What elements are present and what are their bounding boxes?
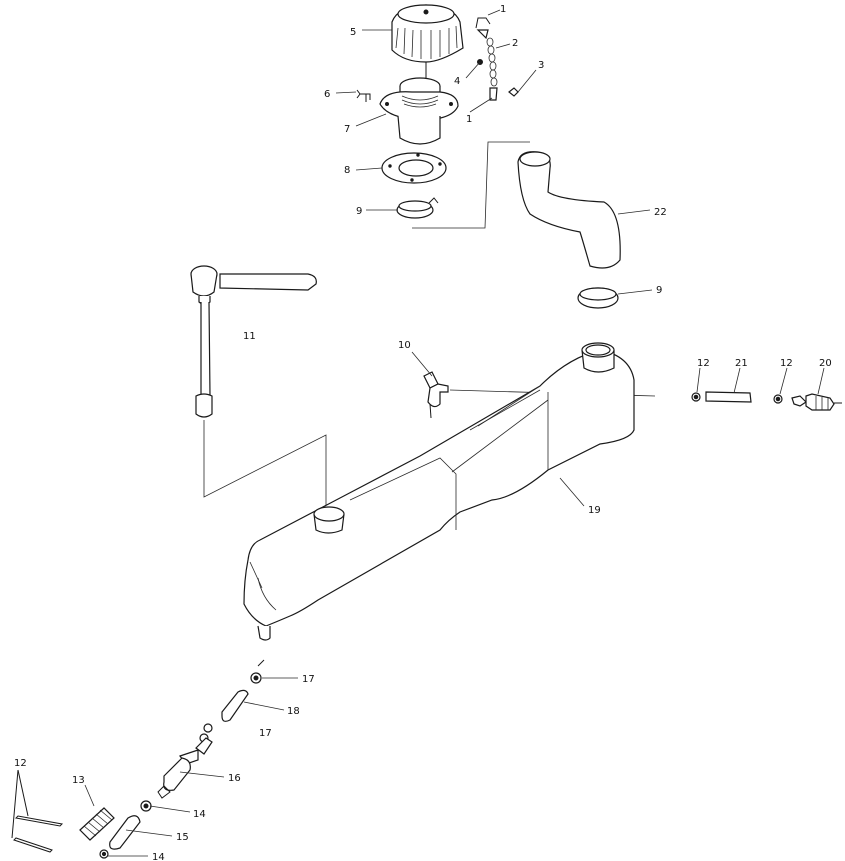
filler-hose bbox=[517, 151, 621, 269]
hose-clamp-upper bbox=[396, 197, 439, 219]
callout-2: 2 bbox=[512, 38, 518, 49]
callout-5: 5 bbox=[350, 27, 356, 38]
callout-18: 18 bbox=[287, 706, 300, 717]
callout-9-lower: 9 bbox=[656, 285, 662, 296]
cap-tether-chain bbox=[475, 17, 519, 101]
callout-19: 19 bbox=[588, 505, 601, 516]
filler-neck bbox=[379, 62, 459, 145]
gasket bbox=[381, 152, 447, 184]
callout-17-lower: 17 bbox=[259, 728, 272, 739]
callout-14-upper: 14 bbox=[193, 809, 206, 820]
hose-clamp-lower bbox=[577, 287, 619, 309]
callout-17-upper: 17 bbox=[302, 674, 315, 685]
callout-11: 11 bbox=[243, 331, 256, 342]
tank-gauge-boss bbox=[313, 506, 345, 534]
callout-9-upper: 9 bbox=[356, 206, 362, 217]
callout-labels: 1 2 3 4 1 5 6 7 8 9 22 9 11 10 12 21 12 … bbox=[14, 4, 832, 861]
assembly-line-neck bbox=[412, 141, 530, 229]
callout-21: 21 bbox=[735, 358, 748, 369]
callout-1-bottom: 1 bbox=[466, 114, 472, 125]
callout-12-vent-left: 12 bbox=[697, 358, 710, 369]
callout-13: 13 bbox=[72, 775, 85, 786]
leader-lines bbox=[84, 9, 825, 857]
screw bbox=[356, 89, 371, 102]
callout-22: 22 bbox=[654, 207, 667, 218]
fuel-filter-assembly bbox=[99, 800, 152, 859]
callout-12-vent-right: 12 bbox=[780, 358, 793, 369]
callout-4: 4 bbox=[454, 76, 460, 87]
callout-15: 15 bbox=[176, 832, 189, 843]
callout-8: 8 bbox=[344, 165, 350, 176]
callout-1-top: 1 bbox=[500, 4, 506, 15]
tank-outlet bbox=[257, 625, 271, 667]
spring bbox=[79, 807, 115, 841]
vent-hose-assembly bbox=[691, 391, 842, 411]
fuel-gauge-sender bbox=[190, 265, 317, 418]
callout-16: 16 bbox=[228, 773, 241, 784]
tank-filler-spout bbox=[581, 342, 615, 373]
assembly-line-gauge bbox=[203, 420, 327, 510]
fuel-cap bbox=[391, 4, 464, 63]
fuel-line-assembly bbox=[157, 672, 262, 799]
callout-20: 20 bbox=[819, 358, 832, 369]
vent-elbow-fitting bbox=[423, 371, 449, 419]
cable-ties bbox=[11, 769, 64, 853]
callout-12-ties: 12 bbox=[14, 758, 27, 769]
fuel-tank bbox=[243, 349, 635, 627]
callout-6: 6 bbox=[324, 89, 330, 100]
callout-7: 7 bbox=[344, 124, 350, 135]
callout-14-lower: 14 bbox=[152, 852, 165, 861]
callout-3: 3 bbox=[538, 60, 544, 71]
callout-10: 10 bbox=[398, 340, 411, 351]
